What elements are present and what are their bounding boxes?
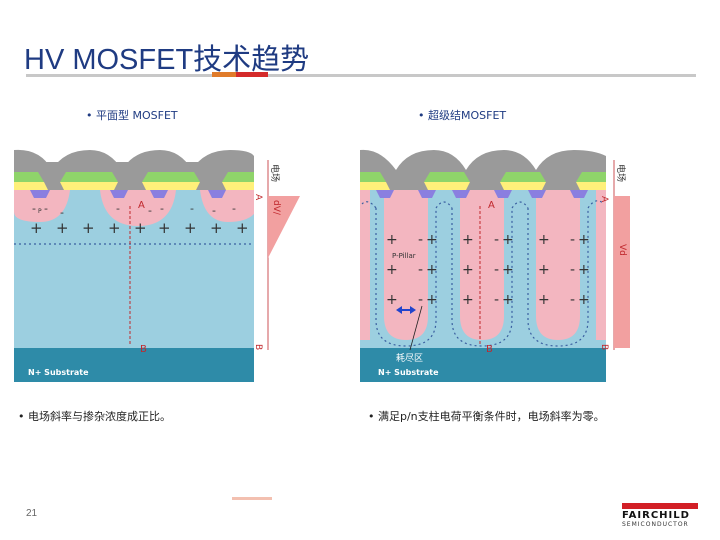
svg-text:+: +: [578, 232, 590, 248]
sj-substrate: [360, 348, 606, 382]
logo-name: FAIRCHILD: [622, 510, 690, 521]
svg-text:-: -: [190, 202, 194, 215]
planar-heading: • 平面型 MOSFET: [86, 109, 178, 122]
sj-field-rectangle: [614, 196, 630, 348]
sj-substrate-label: N+ Substrate: [378, 368, 439, 377]
sj-field-label: 电场: [615, 164, 627, 182]
sj-p-pillars: [360, 190, 606, 340]
svg-text:-: -: [148, 204, 152, 217]
svg-text:-: -: [570, 232, 575, 248]
svg-text:+: +: [158, 219, 171, 237]
svg-text:-: -: [44, 202, 48, 215]
planar-substrate-label: N+ Substrate: [28, 368, 89, 377]
planar-p-body-wells: [14, 190, 254, 226]
sj-field-b-label: B: [599, 344, 609, 350]
svg-text:+: +: [134, 219, 147, 237]
svg-text:-: -: [32, 202, 36, 215]
slide-title: HV MOSFET技术趋势: [24, 44, 310, 76]
svg-text:+: +: [426, 292, 438, 308]
svg-text:-: -: [212, 204, 216, 217]
superjunction-note: • 满足p/n支柱电荷平衡条件时，电场斜率为零。: [368, 410, 605, 423]
svg-text:+: +: [184, 219, 197, 237]
svg-text:+: +: [426, 232, 438, 248]
svg-text:+: +: [538, 262, 550, 278]
sj-b-label: B: [486, 344, 493, 355]
svg-text:+: +: [108, 219, 121, 237]
title-rule-accent: [212, 72, 268, 77]
sj-depletion-outline: [361, 200, 605, 347]
title-rule: [26, 74, 696, 77]
sj-n-plus-sources: [376, 190, 588, 198]
planar-a-label: A: [138, 200, 145, 211]
page-number: 21: [26, 508, 38, 519]
svg-text:-: -: [494, 232, 499, 248]
svg-text:+: +: [578, 262, 590, 278]
sj-charges: +-+ +-+ +-+ +-+ +-+ +-+ +-+ +-+ +-+: [386, 232, 590, 308]
sj-depletion-label: 耗尽区: [396, 353, 423, 364]
sj-gates: [360, 149, 606, 190]
planar-substrate: [14, 348, 254, 382]
planar-field-b-label: B: [253, 344, 263, 350]
svg-text:+: +: [386, 232, 398, 248]
planar-field-label: 电场: [269, 164, 281, 182]
svg-text:+: +: [30, 219, 43, 237]
planar-field-a-label: A: [253, 194, 263, 201]
planar-field-dv-label: dV/: [271, 200, 281, 216]
svg-text:+: +: [538, 292, 550, 308]
sj-field-vd-label: Vd: [617, 244, 627, 256]
superjunction-device: +-+ +-+ +-+ +-+ +-+ +-+ +-+ +-+ +-+ P-Pi…: [360, 149, 630, 382]
planar-note: • 电场斜率与掺杂浓度成正比。: [18, 410, 171, 423]
svg-text:+: +: [426, 262, 438, 278]
svg-text:+: +: [538, 232, 550, 248]
planar-device: --- --- --- +++ +++ +++ P A B 电场 A dV/ B…: [14, 149, 300, 382]
svg-text:+: +: [578, 292, 590, 308]
sj-pillar-label: P-Pillar: [392, 252, 416, 260]
svg-text:-: -: [160, 202, 164, 215]
svg-text:-: -: [570, 262, 575, 278]
planar-p-label: P: [38, 208, 42, 215]
svg-text:-: -: [570, 292, 575, 308]
svg-text:+: +: [462, 292, 474, 308]
svg-text:-: -: [116, 202, 120, 215]
sj-a-label: A: [488, 200, 495, 211]
svg-text:+: +: [502, 292, 514, 308]
svg-text:+: +: [82, 219, 95, 237]
planar-negative-charges: --- --- ---: [32, 202, 236, 219]
superjunction-heading: • 超级结MOSFET: [418, 109, 507, 122]
depletion-width-arrow: [396, 305, 423, 351]
sj-field-a-label: A: [599, 196, 609, 203]
svg-text:+: +: [462, 232, 474, 248]
svg-text:-: -: [418, 292, 423, 308]
logo-bar: [622, 503, 698, 509]
svg-text:+: +: [56, 219, 69, 237]
fairchild-logo: FAIRCHILD SEMICONDUCTOR: [622, 503, 700, 529]
svg-text:+: +: [386, 292, 398, 308]
svg-text:+: +: [502, 232, 514, 248]
svg-text:-: -: [418, 262, 423, 278]
svg-text:+: +: [236, 219, 249, 237]
svg-text:-: -: [418, 232, 423, 248]
planar-gates: [14, 149, 254, 190]
svg-text:+: +: [210, 219, 223, 237]
svg-text:-: -: [494, 292, 499, 308]
svg-text:-: -: [494, 262, 499, 278]
svg-text:+: +: [502, 262, 514, 278]
svg-text:+: +: [386, 262, 398, 278]
planar-field-triangle: [268, 196, 300, 258]
svg-text:-: -: [232, 202, 236, 215]
logo-sub: SEMICONDUCTOR: [622, 521, 689, 528]
svg-text:+: +: [462, 262, 474, 278]
planar-positive-charges: + + + + + + + + +: [30, 219, 249, 237]
planar-b-label: B: [140, 344, 147, 355]
planar-n-plus-sources: [30, 190, 226, 198]
footer-accent: [232, 497, 272, 500]
svg-text:-: -: [60, 206, 64, 219]
